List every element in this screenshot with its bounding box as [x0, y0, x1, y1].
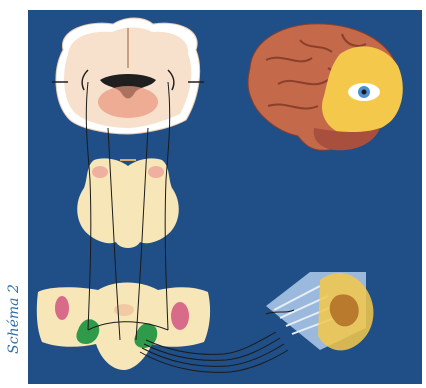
midbrain-section — [77, 158, 179, 248]
figure-caption: Schéma 2 — [5, 275, 23, 363]
spinal-medulla-section — [37, 283, 210, 371]
diagram-panel — [28, 10, 422, 384]
neuro-diagram — [28, 10, 422, 384]
visual-nerve-fibers — [266, 272, 373, 350]
brain-coronal-section — [52, 18, 204, 134]
brain-side-view-with-eye — [248, 24, 403, 150]
